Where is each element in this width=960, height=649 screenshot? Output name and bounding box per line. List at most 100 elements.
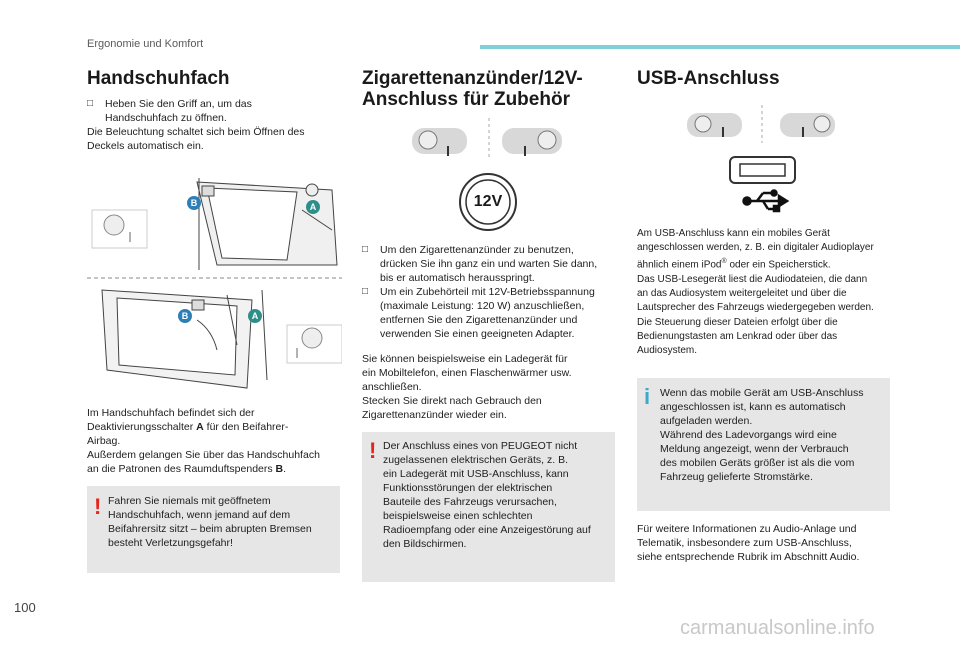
col3-footer: Für weitere Informationen zu Audio-Anlag… <box>637 522 907 564</box>
text-line: Handschuhfach, wenn jemand auf dem <box>108 509 291 521</box>
text-line: besteht Verletzungsgefahr! <box>108 537 233 549</box>
header-accent-bar <box>480 45 960 49</box>
text-line: Im Handschuhfach befindet sich der <box>87 407 255 419</box>
info-text: Wenn das mobile Gerät am USB-Anschluss a… <box>660 386 888 484</box>
text-line: Für weitere Informationen zu Audio-Anlag… <box>637 523 857 535</box>
text-line: entfernen Sie den Zigarettenanzünder und <box>380 314 578 326</box>
text-line: Die Steuerung dieser Dateien erfolgt übe… <box>637 316 838 328</box>
label-a-ref: A <box>196 421 204 433</box>
text-line: Beifahrersitz sitzt – beim abrupten Brem… <box>108 523 312 535</box>
col1-bullet-1: □ Heben Sie den Griff an, um das Handsch… <box>87 97 347 125</box>
text-line: an die Patronen des Raumduftspenders B. <box>87 462 347 476</box>
text-line: Sie können beispielsweise ein Ladegerät … <box>362 353 568 365</box>
text-span: an die Patronen des Raumduftspenders <box>87 463 276 475</box>
text-line: des mobilen Geräts größer ist als die vo… <box>660 457 855 469</box>
text-line: zugelassenen elektrischen Geräts, z. B. <box>383 454 569 466</box>
text-line: angeschlossen werden, z. B. ein digitale… <box>637 242 874 254</box>
text-line: beispielsweise einen schlechten <box>383 510 533 522</box>
col2-bullet-2: □ Um ein Zubehörteil mit 12V-Betriebsspa… <box>362 285 622 341</box>
info-box-usb: i Wenn das mobile Gerät am USB-Anschluss… <box>637 378 890 511</box>
text-line: angeschlossen ist, kann es automatisch <box>660 401 846 413</box>
steering-wheel-icon <box>286 324 342 364</box>
text-line: Deckels automatisch ein. <box>87 140 204 152</box>
title-line: Anschluss für Zubehör <box>362 89 570 110</box>
label-a-lower: A <box>248 309 262 323</box>
text-line: Der Anschluss eines von PEUGEOT nicht <box>383 440 578 452</box>
text-line: Um ein Zubehörteil mit 12V-Betriebsspann… <box>380 286 595 298</box>
registered-mark: ® <box>721 258 727 266</box>
text-line: Airbag. <box>87 435 121 447</box>
text-line: siehe entsprechende Rubrik im Abschnitt … <box>637 551 860 563</box>
title-handschuhfach: Handschuhfach <box>87 68 230 89</box>
text-line: den Bildschirmen. <box>383 538 467 550</box>
text-line: Bedienungstasten am Lenkrad oder über da… <box>637 330 838 342</box>
text-line: (maximale Leistung: 120 W) anzuschließen… <box>380 300 585 312</box>
text-line: Außerdem gelangen Sie über das Handschuh… <box>87 449 320 461</box>
text-line: aufgeladen werden. <box>660 415 753 427</box>
socket-illustration <box>412 118 562 231</box>
checkbox-bullet-icon: □ <box>362 244 369 255</box>
text-line: Funktionsstörungen der elektrischen <box>383 482 553 494</box>
text-line: ähnlich einem iPod® oder ein Speichersti… <box>637 255 907 273</box>
text-line: drücken Sie ihn ganz ein und warten Sie … <box>380 258 598 270</box>
usb-illustration <box>687 105 835 213</box>
text-line: Am USB-Anschluss kann ein mobiles Gerät <box>637 228 830 239</box>
col3-paragraph: Am USB-Anschluss kann ein mobiles Gerät … <box>637 227 907 358</box>
col2-bullet-1: □ Um den Zigarettenanzünder zu benutzen,… <box>362 243 622 285</box>
text-line: Lautsprecher des Fahrzeugs wiedergegeben… <box>637 302 874 314</box>
steering-wheel-icon <box>780 113 835 137</box>
text-span: oder ein Speicherstick. <box>726 259 831 271</box>
socket-12v-label: 12V <box>473 193 503 210</box>
text-line: Fahren Sie niemals mit geöffnetem <box>108 495 271 507</box>
warning-box-socket: ! Der Anschluss eines von PEUGEOT nicht … <box>362 432 615 582</box>
col1-intro: □ Heben Sie den Griff an, um das Handsch… <box>87 97 347 153</box>
title-zigarettenanzuender: Zigarettenanzünder/12V- Anschluss für Zu… <box>362 68 583 110</box>
exclamation-warning-icon: ! <box>369 438 377 463</box>
exclamation-warning-icon: ! <box>94 494 102 519</box>
watermark: carmanualsonline.info <box>680 617 875 639</box>
text-line: Zigarettenanzünder wieder ein. <box>362 409 507 421</box>
label-b-lower: B <box>178 309 192 323</box>
text-line: ein Mobiltelefon, einen Flaschenwärmer u… <box>362 367 572 379</box>
text-line: verwenden Sie einen geeigneten Adapter. <box>380 328 575 340</box>
checkbox-bullet-icon: □ <box>362 286 369 297</box>
glovebox-illustration <box>87 178 342 389</box>
label-b-upper: B <box>187 196 201 210</box>
text-line: Stecken Sie direkt nach Gebrauch den <box>362 395 542 407</box>
text-line: Fahrzeug gelieferte Stromstärke. <box>660 471 813 483</box>
text-span: . <box>283 463 287 475</box>
title-line: Zigarettenanzünder/12V- <box>362 68 583 89</box>
col2-bullets: □ Um den Zigarettenanzünder zu benutzen,… <box>362 243 622 341</box>
text-line: Radioempfang oder eine Anzeigestörung au… <box>383 524 591 536</box>
text-span: Deaktivierungsschalter <box>87 421 197 433</box>
text-line: Das USB-Lesegerät liest die Audiodateien… <box>637 273 868 285</box>
glovebox-upper-view <box>87 178 342 279</box>
label-b-ref: B <box>275 463 284 475</box>
col1-description: Im Handschuhfach befindet sich der Deakt… <box>87 406 347 476</box>
label-a-upper: A <box>306 200 320 214</box>
col2-paragraph: Sie können beispielsweise ein Ladegerät … <box>362 352 622 422</box>
text-line: Handschuhfach zu öffnen. <box>105 112 227 124</box>
steering-wheel-icon <box>502 128 562 156</box>
text-span: ähnlich einem iPod <box>637 259 722 271</box>
title-usb-anschluss: USB-Anschluss <box>637 68 780 89</box>
text-line: Während des Ladevorgangs wird eine <box>660 429 837 441</box>
steering-wheel-icon <box>412 128 467 156</box>
glovebox-lower-view <box>101 289 268 389</box>
page-number: 100 <box>14 600 36 615</box>
text-line: ein Ladegerät mit USB-Anschluss, kann <box>383 468 569 480</box>
usb-symbol-icon <box>742 189 790 213</box>
warning-text: Der Anschluss eines von PEUGEOT nicht zu… <box>383 439 613 551</box>
text-line: Audiosystem. <box>637 344 698 356</box>
text-line: Deaktivierungsschalter A für den Beifahr… <box>87 420 347 434</box>
info-icon: i <box>644 384 651 409</box>
text-line: bis er automatisch herausspringt. <box>380 272 535 284</box>
socket-inner-ring <box>465 179 511 225</box>
usb-port-slot <box>739 163 786 177</box>
warning-box-glovebox: ! Fahren Sie niemals mit geöffnetem Hand… <box>87 486 340 573</box>
text-line: Heben Sie den Griff an, um das <box>105 98 252 110</box>
text-line: Die Beleuchtung schaltet sich beim Öffne… <box>87 126 305 138</box>
text-line: Telematik, insbesondere zum USB-Anschlus… <box>637 537 852 549</box>
text-line: Meldung angezeigt, wenn der Verbrauch <box>660 443 849 455</box>
text-line: Um den Zigarettenanzünder zu benutzen, <box>380 244 574 256</box>
